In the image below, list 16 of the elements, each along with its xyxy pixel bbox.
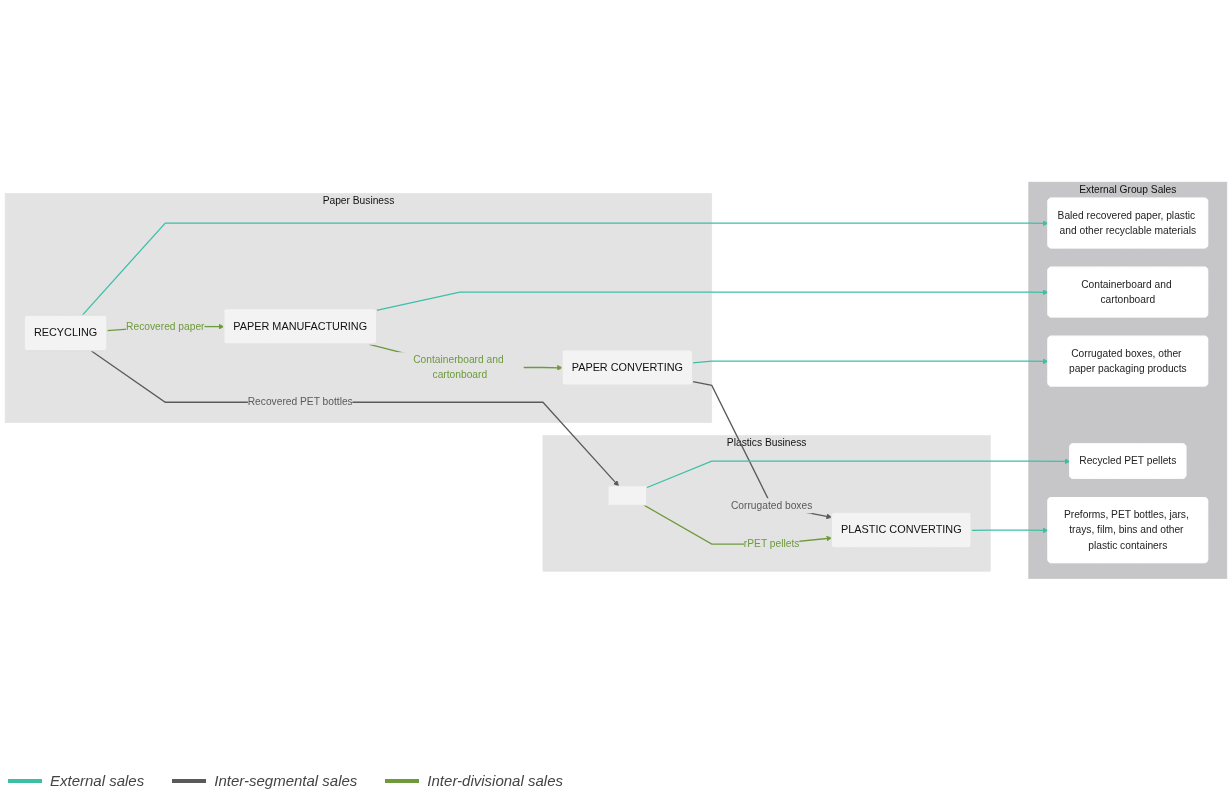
edge-label: Containerboard and cartonboard — [413, 353, 504, 380]
legend-text: Inter-divisional sales — [427, 772, 563, 789]
edge-label: rPET pellets — [743, 538, 800, 549]
edge-label: Recovered PET bottles — [247, 396, 353, 407]
arrow — [81, 220, 1049, 316]
arrow — [90, 350, 619, 486]
arrow — [375, 289, 1049, 311]
arrow — [645, 458, 1071, 488]
arrow — [692, 358, 1049, 364]
legend-text: External sales — [50, 772, 145, 789]
legend-text: Inter-segmental sales — [214, 772, 358, 789]
arrow — [970, 527, 1049, 533]
edge-label: Recovered paper — [126, 320, 205, 332]
arrow — [692, 380, 832, 519]
node-box — [607, 485, 647, 506]
edge-label: Corrugated boxes — [730, 499, 813, 511]
